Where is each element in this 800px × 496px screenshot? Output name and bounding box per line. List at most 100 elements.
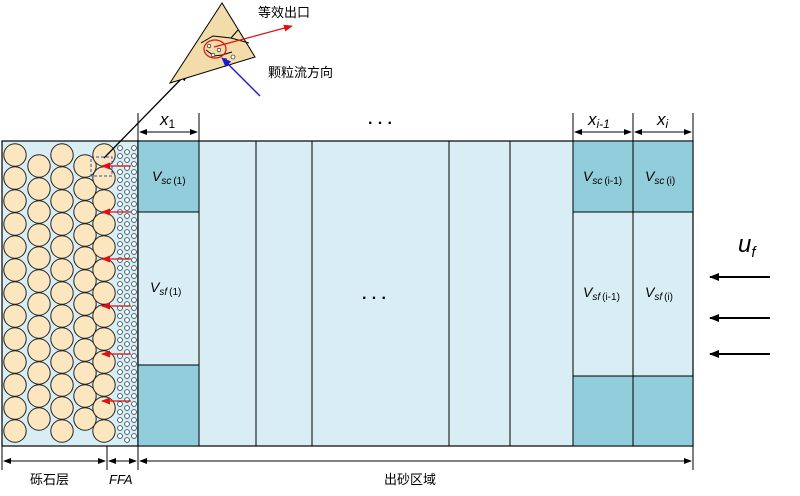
gravel-grain	[27, 177, 51, 201]
col1-bottom-block	[137, 364, 200, 447]
ffa-particle	[117, 313, 123, 319]
ffa-particle	[124, 189, 130, 195]
gravel-grain	[92, 189, 116, 213]
col-i-1-top-block	[572, 140, 634, 213]
gravel-grain	[92, 166, 116, 190]
ffa-particle	[117, 185, 123, 191]
ffa-particle	[124, 261, 130, 267]
ffa-particle	[117, 201, 123, 207]
gravel-grain	[3, 350, 27, 374]
ffa-particle	[124, 437, 130, 443]
gravel-grain	[50, 189, 74, 213]
col-i-bottom-block	[632, 375, 694, 447]
ffa-particle	[124, 357, 130, 363]
ffa-particle	[124, 253, 130, 259]
ffa-particle	[124, 325, 130, 331]
ffa-particle	[117, 337, 123, 343]
gravel-grain	[3, 327, 27, 351]
label-xi: xi	[656, 110, 669, 131]
ffa-particle	[131, 345, 137, 351]
ffa-particle	[124, 389, 130, 395]
label-sand-zone: 出砂区域	[384, 473, 436, 488]
gravel-grain	[73, 407, 97, 431]
ffa-particle	[124, 397, 130, 403]
ffa-particle	[117, 385, 123, 391]
gravel-grain	[92, 212, 116, 236]
ffa-particle	[124, 333, 130, 339]
gravel-grain	[50, 327, 74, 351]
ffa-particle	[131, 305, 137, 311]
ffa-particle	[124, 285, 130, 291]
gravel-grain	[50, 396, 74, 420]
gravel-grain	[50, 304, 74, 328]
ffa-particle	[124, 173, 130, 179]
col-i-1-bottom-block	[572, 375, 634, 447]
top-dimensions	[137, 113, 694, 141]
gravel-grain	[27, 384, 51, 408]
gravel-grain	[3, 166, 27, 190]
ffa-particle	[117, 329, 123, 335]
flow-direction-arrow	[221, 57, 261, 97]
ffa-particle	[117, 241, 123, 247]
gravel-grain	[73, 292, 97, 316]
ffa-particle	[117, 145, 123, 151]
ffa-particle	[131, 241, 137, 247]
gravel-grain	[73, 361, 97, 385]
gravel-grain	[50, 166, 74, 190]
ffa-particle	[131, 201, 137, 207]
gravel-grain	[50, 143, 74, 167]
ffa-particle	[124, 373, 130, 379]
gravel-grain	[3, 212, 27, 236]
pore-inset	[168, 2, 293, 97]
ffa-particle	[117, 217, 123, 223]
ffa-particle	[124, 413, 130, 419]
ffa-particle	[131, 225, 137, 231]
label-ffa: FFA	[109, 472, 133, 487]
gravel-grain	[27, 292, 51, 316]
gravel-grain	[27, 315, 51, 339]
ffa-particle	[131, 153, 137, 159]
gravel-grain	[3, 419, 27, 443]
ffa-particle	[131, 313, 137, 319]
ffa-particle	[131, 433, 137, 439]
gravel-grain	[73, 269, 97, 293]
outlet-arrow	[213, 24, 293, 48]
gravel-grain	[50, 235, 74, 259]
ffa-particle	[124, 309, 130, 315]
ffa-particle	[124, 293, 130, 299]
gravel-grain	[73, 384, 97, 408]
sand-flow-arrows	[101, 162, 131, 405]
ffa-particle	[131, 145, 137, 151]
gravel-grain	[27, 361, 51, 385]
ffa-particle	[131, 417, 137, 423]
ffa-particle	[131, 161, 137, 167]
label-vsc-i: Vsc(i)	[645, 168, 675, 187]
ffa-particle	[131, 177, 137, 183]
label-uf: uf	[738, 231, 757, 261]
ffa-particle	[117, 249, 123, 255]
ffa-particle	[131, 377, 137, 383]
ffa-particle	[124, 229, 130, 235]
ffa-particle	[124, 181, 130, 187]
gravel-grain	[92, 373, 116, 397]
gravel-grain	[50, 419, 74, 443]
gravel-grain	[92, 258, 116, 282]
inflow-arrows	[709, 273, 770, 358]
ffa-particle	[117, 289, 123, 295]
gravel-grain	[73, 177, 97, 201]
label-xi-1: xi-1	[587, 110, 610, 131]
ffa-particle	[124, 149, 130, 155]
col-i-top-block	[632, 140, 694, 213]
ffa-particle	[117, 153, 123, 159]
bottom-dimensions	[1, 446, 694, 470]
ffa-particle	[124, 277, 130, 283]
ffa-particle	[131, 289, 137, 295]
ffa-particle	[131, 169, 137, 175]
ffa-particle	[117, 417, 123, 423]
gravel-grain	[3, 281, 27, 305]
ffa-particle	[131, 409, 137, 415]
label-gravel-layer: 砾石层	[30, 473, 69, 488]
ellipsis-middle: · · ·	[362, 290, 387, 307]
ffa-particle	[117, 401, 123, 407]
